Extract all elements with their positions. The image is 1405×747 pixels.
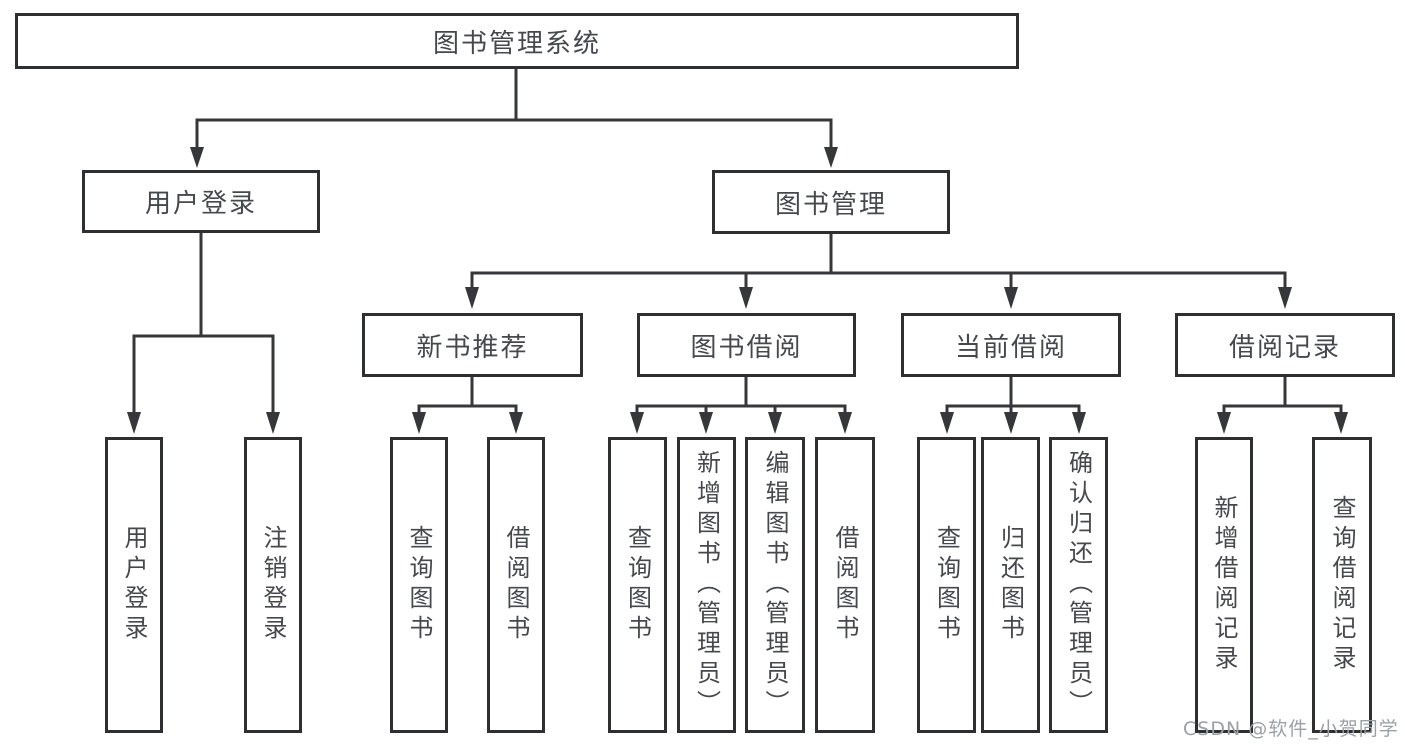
leaf-borrow-books: 借阅图书 — [815, 437, 875, 733]
leaf-confirm-return-admin-label: 确认归还（管理员） — [1064, 450, 1093, 720]
leaf-confirm-return-admin: 确认归还（管理员） — [1049, 437, 1108, 733]
leaf-edit-books-admin: 编辑图书（管理员） — [745, 437, 805, 733]
node-borrow-records: 借阅记录 — [1175, 313, 1395, 377]
leaf-user-login: 用户登录 — [105, 437, 163, 733]
node-user-login: 用户登录 — [82, 170, 320, 233]
leaf-return-books: 归还图书 — [981, 437, 1040, 733]
leaf-borrow-query-books: 查询图书 — [608, 437, 667, 733]
leaf-logout-label: 注销登录 — [259, 525, 287, 645]
leaf-current-query-books: 查询图书 — [917, 437, 976, 733]
node-book-management: 图书管理 — [712, 170, 950, 234]
leaf-recommend-query-books: 查询图书 — [390, 437, 448, 733]
node-current-borrow: 当前借阅 — [901, 313, 1121, 377]
leaf-logout: 注销登录 — [244, 437, 302, 733]
leaf-add-books-admin: 新增图书（管理员） — [677, 437, 736, 733]
leaf-user-login-label: 用户登录 — [120, 525, 148, 645]
node-library-system: 图书管理系统 — [15, 13, 1019, 69]
leaf-borrow-query-books-label: 查询图书 — [623, 525, 652, 645]
leaf-recommend-borrow-books-label: 借阅图书 — [502, 525, 530, 645]
leaf-recommend-query-books-label: 查询图书 — [405, 525, 433, 645]
watermark: CSDN @软件_小贺同学 — [1183, 718, 1399, 740]
leaf-query-borrow-record-label: 查询借阅记录 — [1328, 495, 1356, 675]
leaf-add-books-admin-label: 新增图书（管理员） — [692, 450, 721, 720]
node-new-book-recommend: 新书推荐 — [362, 313, 583, 377]
leaf-return-books-label: 归还图书 — [996, 525, 1025, 645]
leaf-current-query-books-label: 查询图书 — [932, 525, 961, 645]
leaf-recommend-borrow-books: 借阅图书 — [487, 437, 545, 733]
leaf-borrow-books-label: 借阅图书 — [831, 525, 859, 645]
leaf-query-borrow-record: 查询借阅记录 — [1312, 437, 1372, 733]
leaf-add-borrow-record-label: 新增借阅记录 — [1210, 495, 1238, 675]
leaf-add-borrow-record: 新增借阅记录 — [1195, 437, 1253, 733]
leaf-edit-books-admin-label: 编辑图书（管理员） — [761, 450, 789, 720]
node-book-borrow: 图书借阅 — [637, 313, 856, 377]
